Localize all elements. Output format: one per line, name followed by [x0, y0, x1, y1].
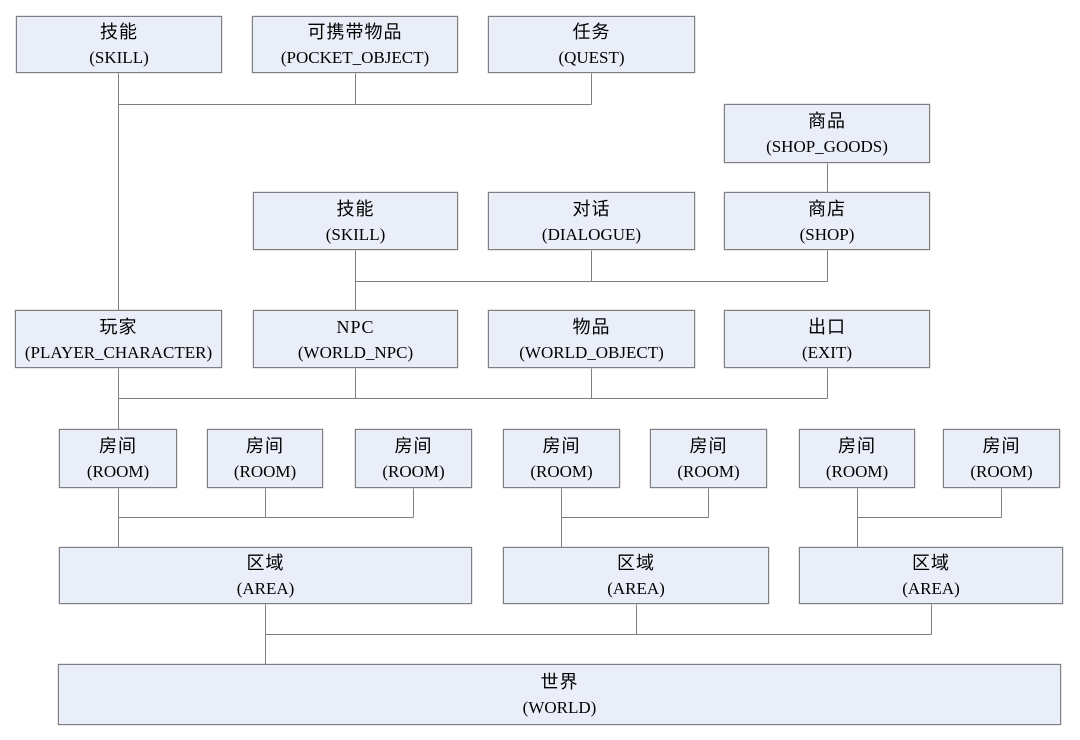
node-label-english: (ROOM): [825, 462, 889, 481]
node-label-chinese: NPC: [336, 316, 375, 337]
node-label-chinese: 技能: [336, 198, 375, 219]
node-label-chinese: 商品: [808, 111, 846, 131]
node-label-english: (ROOM): [233, 462, 297, 481]
node-label-english: (AREA): [236, 579, 295, 598]
node-room-3: 房间 (ROOM): [355, 429, 472, 488]
node-label-chinese: 区域: [912, 553, 950, 573]
node-label-chinese: 区域: [617, 553, 655, 573]
node-label-chinese: 房间: [394, 436, 433, 456]
node-label-english: (PLAYER_CHARACTER): [24, 342, 213, 362]
node-label-english: (DIALOGUE): [541, 224, 642, 244]
node-label-english: (EXIT): [801, 342, 853, 362]
node-label-english: (ROOM): [677, 462, 740, 481]
node-quest: 任务 (QUEST): [488, 16, 695, 73]
node-label-chinese: 技能: [100, 22, 138, 42]
node-room-1: 房间 (ROOM): [59, 429, 177, 488]
node-area-2: 区域 (AREA): [503, 547, 769, 604]
node-label-english: (SHOP_GOODS): [766, 137, 888, 156]
node-room-5: 房间 (ROOM): [650, 429, 767, 488]
node-label-english: (ROOM): [86, 462, 150, 481]
node-label-chinese: 物品: [572, 316, 611, 337]
node-label-english: (WORLD_NPC): [297, 342, 414, 362]
node-label-chinese: 出口: [808, 316, 846, 337]
node-world: 世界 (WORLD): [58, 664, 1061, 725]
node-dialogue: 对话 (DIALOGUE): [488, 192, 695, 250]
node-shop-goods: 商品 (SHOP_GOODS): [724, 104, 930, 163]
node-room-4: 房间 (ROOM): [503, 429, 620, 488]
node-label-chinese: 商店: [808, 198, 846, 219]
node-room-6: 房间 (ROOM): [799, 429, 915, 488]
node-label-english: (SKILL): [325, 224, 386, 244]
node-area-1: 区域 (AREA): [59, 547, 472, 604]
node-label-english: (ROOM): [970, 462, 1033, 481]
node-label-english: (ROOM): [382, 462, 445, 481]
node-label-english: (SKILL): [89, 48, 149, 67]
node-label-english: (AREA): [607, 579, 665, 598]
node-room-7: 房间 (ROOM): [943, 429, 1060, 488]
node-label-chinese: 房间: [838, 436, 876, 456]
node-world-object: 物品 (WORLD_OBJECT): [488, 310, 695, 368]
node-room-2: 房间 (ROOM): [207, 429, 323, 488]
node-label-chinese: 对话: [572, 198, 611, 219]
node-label-english: (AREA): [902, 579, 960, 598]
node-label-english: (QUEST): [558, 48, 625, 67]
node-label-english: (WORLD): [522, 698, 597, 717]
node-label-english: (POCKET_OBJECT): [280, 48, 430, 67]
node-player: 玩家 (PLAYER_CHARACTER): [15, 310, 222, 368]
node-label-chinese: 任务: [572, 22, 611, 42]
node-label-english: (WORLD_OBJECT): [519, 342, 664, 362]
node-pocket-object: 可携带物品 (POCKET_OBJECT): [252, 16, 458, 73]
node-area-3: 区域 (AREA): [799, 547, 1063, 604]
node-label-chinese: 玩家: [99, 316, 138, 337]
node-skill-top: 技能 (SKILL): [16, 16, 222, 73]
node-label-english: (ROOM): [530, 462, 593, 481]
node-shop: 商店 (SHOP): [724, 192, 930, 250]
node-label-chinese: 房间: [542, 436, 581, 456]
node-skill-npc: 技能 (SKILL): [253, 192, 458, 250]
node-npc: NPC (WORLD_NPC): [253, 310, 458, 368]
node-label-chinese: 房间: [689, 436, 728, 456]
node-exit: 出口 (EXIT): [724, 310, 930, 368]
node-label-chinese: 可携带物品: [307, 22, 403, 42]
node-label-chinese: 区域: [246, 553, 285, 573]
node-label-chinese: 房间: [982, 436, 1021, 456]
node-label-chinese: 房间: [246, 436, 284, 456]
node-label-chinese: 世界: [540, 672, 579, 692]
node-label-chinese: 房间: [99, 436, 137, 456]
node-label-english: (SHOP): [799, 224, 855, 244]
